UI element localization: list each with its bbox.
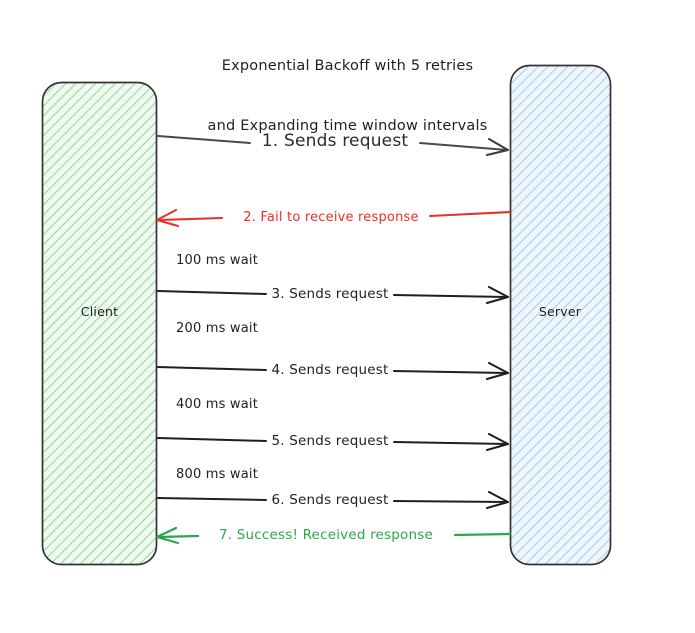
message-label-6: 6. Sends request xyxy=(271,492,389,508)
lane-box-client xyxy=(41,81,158,566)
arrow-message-5 xyxy=(157,432,510,452)
lane-label-client: Client xyxy=(80,304,119,319)
arrow-message-4 xyxy=(157,361,510,381)
arrow-message-3 xyxy=(157,285,510,305)
message-label-7: 7. Success! Received response xyxy=(218,527,434,543)
message-label-1: 1. Sends request xyxy=(261,131,409,151)
message-label-2: 2. Fail to receive response xyxy=(243,210,419,225)
diagram-title-line-2: and Expanding time window intervals xyxy=(207,118,488,134)
diagram-title-line-1: Exponential Backoff with 5 retries xyxy=(221,58,474,74)
wait-note-200ms: 200 ms wait xyxy=(176,321,259,336)
diagram-title: Exponential Backoff with 5 retries and E… xyxy=(0,16,695,176)
arrow-message-6 xyxy=(157,490,510,510)
wait-note-400ms: 400 ms wait xyxy=(176,397,259,412)
arrow-message-7 xyxy=(155,526,512,545)
message-label-4: 4. Sends request xyxy=(271,362,389,378)
wait-note-800ms: 800 ms wait xyxy=(176,467,259,482)
message-label-5: 5. Sends request xyxy=(271,433,389,449)
lane-label-server: Server xyxy=(538,304,582,319)
wait-note-100ms: 100 ms wait xyxy=(176,253,259,268)
lane-box-server xyxy=(509,64,612,566)
arrow-message-2 xyxy=(155,208,512,228)
arrow-message-1 xyxy=(157,135,509,156)
message-label-3: 3. Sends request xyxy=(271,286,389,302)
